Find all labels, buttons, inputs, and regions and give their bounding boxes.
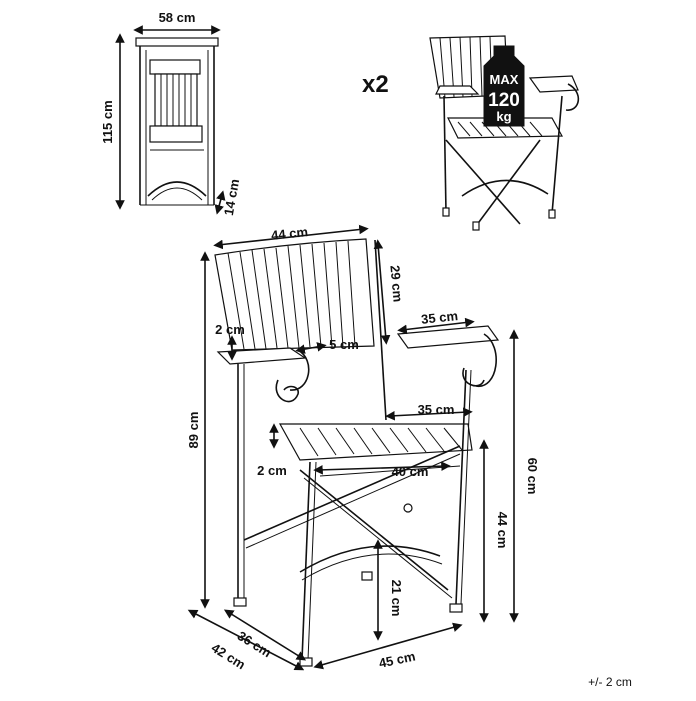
dim-armrest-offset: 5 cm xyxy=(329,337,359,352)
max-load-unit: kg xyxy=(496,109,511,124)
dim-side-height: 115 cm xyxy=(100,100,115,143)
dim-armrest-height: 60 cm xyxy=(525,458,540,495)
main-chair-illustration xyxy=(214,238,500,667)
tolerance-note: +/- 2 cm xyxy=(588,675,632,689)
dim-back-height: 29 cm xyxy=(387,265,405,303)
dim-top-width: 58 cm xyxy=(159,10,196,25)
dim-cross-height: 21 cm xyxy=(389,580,404,617)
dim-armrest-length: 35 cm xyxy=(420,308,458,327)
dim-back-width: 44 cm xyxy=(270,224,308,243)
folded-chair-illustration xyxy=(135,37,219,206)
dim-base-width: 45 cm xyxy=(377,648,416,670)
max-load-value: 120 xyxy=(488,90,520,111)
dim-seat-thickness: 2 cm xyxy=(257,463,287,478)
max-load-badge: MAX 120 kg xyxy=(483,45,525,127)
dimension-lines xyxy=(115,25,519,671)
dim-armrest-thickness: 2 cm xyxy=(215,322,245,337)
quantity-label: x2 xyxy=(362,71,389,98)
dim-seat-width: 40 cm xyxy=(392,464,429,479)
dim-seat-height: 44 cm xyxy=(495,512,510,549)
dim-total-height: 89 cm xyxy=(186,412,201,449)
dim-seat-depth: 35 cm xyxy=(418,402,455,417)
max-load-line1: MAX xyxy=(490,72,519,87)
dim-folded-depth: 14 cm xyxy=(221,178,242,217)
assembled-chair-thumbnail xyxy=(429,35,580,231)
